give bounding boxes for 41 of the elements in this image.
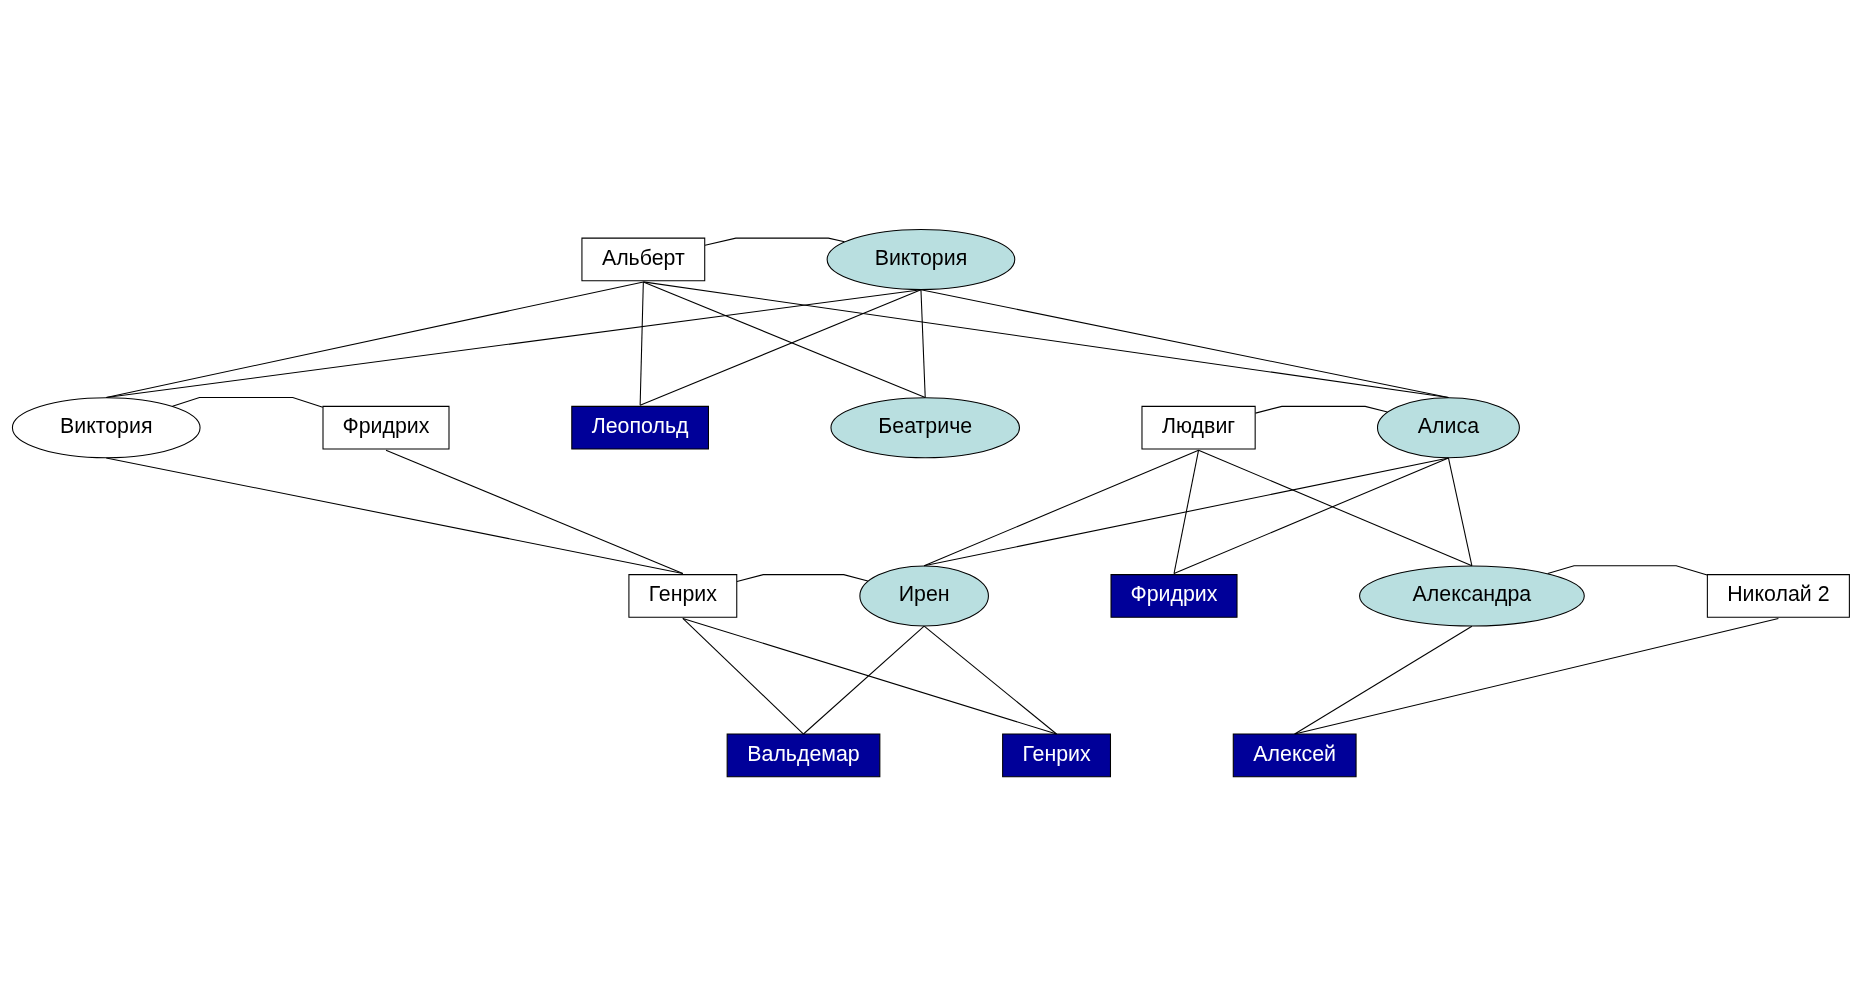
connector <box>1198 449 1473 567</box>
connector <box>1173 457 1449 575</box>
connector <box>920 289 1449 399</box>
connector <box>1254 405 1388 414</box>
connector <box>105 457 684 575</box>
connector <box>923 449 1200 567</box>
node-box: Генрих <box>628 574 738 618</box>
node-ellipse: Александра <box>1359 565 1585 627</box>
node-box: Алексей <box>1232 733 1357 778</box>
connector <box>923 625 1058 735</box>
node-ellipse: Беатриче <box>830 397 1021 459</box>
node-box: Николай 2 <box>1706 574 1850 618</box>
connector <box>736 574 869 583</box>
node-ellipse: Алиса <box>1376 397 1520 459</box>
connector <box>172 397 324 408</box>
connector <box>1173 449 1200 575</box>
node-box: Генрих <box>1002 733 1111 778</box>
node-ellipse: Виктория <box>11 397 201 459</box>
connector <box>105 289 922 399</box>
node-box: Леопольд <box>571 405 709 450</box>
connector <box>923 457 1449 567</box>
connector <box>920 289 926 399</box>
connector <box>1294 625 1473 735</box>
connector <box>704 237 846 246</box>
connector <box>642 281 1449 399</box>
node-box: Фридрих <box>322 405 450 450</box>
node-box: Альберт <box>581 237 706 282</box>
connector <box>802 625 925 735</box>
node-box: Фридрих <box>1110 574 1238 618</box>
connector <box>105 281 644 399</box>
connector <box>385 449 684 575</box>
node-ellipse: Виктория <box>826 228 1016 290</box>
connector <box>1547 565 1708 576</box>
connector <box>1294 617 1779 735</box>
connector <box>639 281 644 406</box>
node-ellipse: Ирен <box>859 565 989 627</box>
connector <box>682 617 805 735</box>
node-box: Людвиг <box>1141 405 1256 450</box>
node-box: Вальдемар <box>726 733 881 778</box>
connector <box>1447 457 1473 567</box>
connector <box>682 617 1058 735</box>
